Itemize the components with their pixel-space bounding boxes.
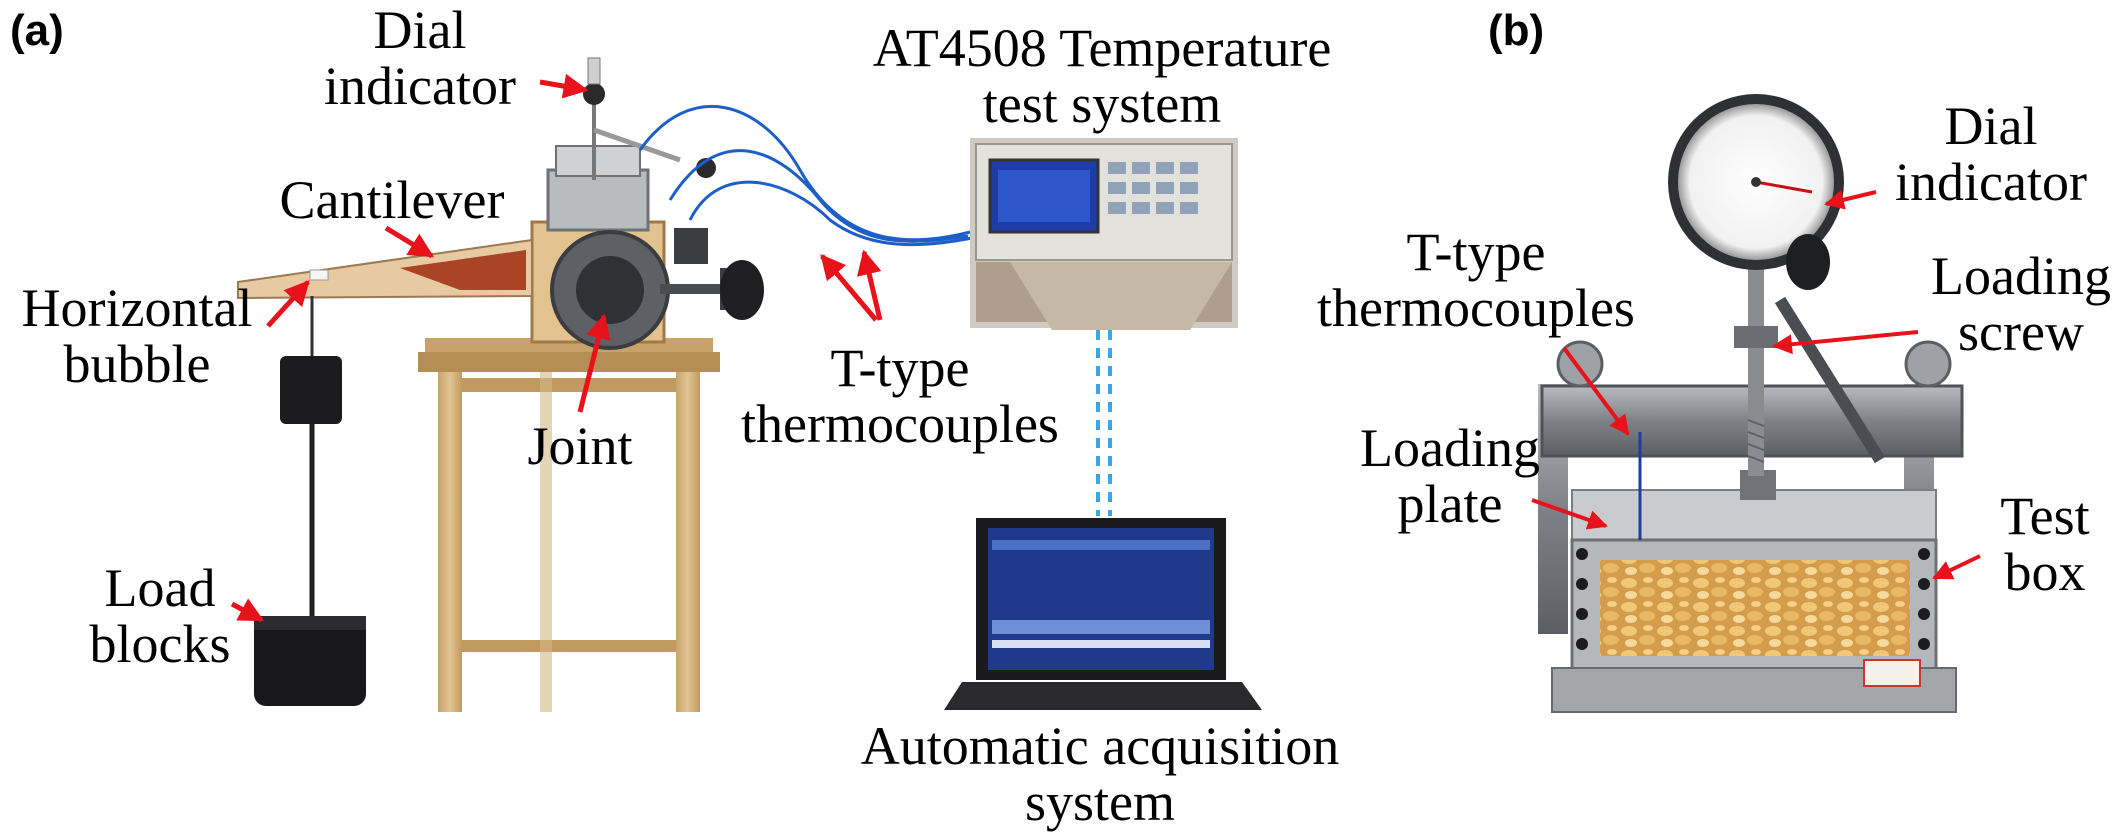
test-box-frame bbox=[1538, 340, 1964, 713]
thermocouple-cables bbox=[638, 104, 973, 247]
label-line: Loading bbox=[1360, 418, 1540, 478]
label-cantilever: Cantilever bbox=[279, 170, 505, 230]
label-automatic-acquisition: Automatic acquisition system bbox=[790, 718, 1410, 830]
label-line: blocks bbox=[89, 614, 231, 674]
label-test-box: Test box bbox=[1970, 488, 2120, 600]
panel-a-tag: (a) bbox=[10, 6, 64, 55]
label-line: Automatic acquisition bbox=[860, 716, 1340, 776]
label-line: Loading bbox=[1931, 246, 2111, 306]
label-loading-plate: Loading plate bbox=[1330, 420, 1570, 532]
label-line: Test bbox=[2000, 486, 2090, 546]
wooden-stand bbox=[418, 338, 720, 712]
label-line: thermocouples bbox=[1317, 278, 1635, 338]
label-line: Dial bbox=[373, 0, 467, 60]
cantilever-beam bbox=[237, 238, 533, 300]
label-line: box bbox=[2004, 542, 2086, 602]
label-line: thermocouples bbox=[741, 394, 1059, 454]
label-line: system bbox=[1024, 772, 1175, 832]
loading-screw bbox=[1734, 240, 1886, 476]
label-dial-indicator-a: Dial indicator bbox=[320, 2, 520, 114]
label-line: screw bbox=[1958, 302, 2084, 362]
label-line: Load bbox=[104, 558, 216, 618]
label-loading-screw: Loading screw bbox=[1916, 248, 2126, 360]
label-dial-indicator-b: Dial indicator bbox=[1866, 98, 2116, 210]
arrows-panel-b bbox=[1531, 190, 1981, 580]
label-temperature-test-system: AT4508 Temperature test system bbox=[812, 20, 1392, 132]
label-thermocouples-b: T-type thermocouples bbox=[1276, 224, 1676, 336]
label-line: Dial bbox=[1944, 96, 2038, 156]
arrows-panel-a bbox=[230, 73, 883, 623]
label-line: T-type bbox=[1406, 222, 1546, 282]
label-line: bubble bbox=[63, 334, 211, 394]
label-load-blocks: Load blocks bbox=[80, 560, 240, 672]
data-link-dashed bbox=[1096, 330, 1112, 516]
label-line: T-type bbox=[830, 338, 970, 398]
label-line: indicator bbox=[324, 56, 516, 116]
dial-indicator-a bbox=[583, 57, 681, 180]
label-line: Horizontal bbox=[21, 278, 253, 338]
label-line: plate bbox=[1397, 474, 1503, 534]
label-joint: Joint bbox=[527, 416, 633, 476]
label-line: test system bbox=[982, 74, 1222, 134]
dial-indicator-b bbox=[1668, 94, 1844, 290]
shear-box-apparatus bbox=[530, 145, 764, 350]
label-line: indicator bbox=[1895, 152, 2087, 212]
temperature-test-unit bbox=[970, 138, 1238, 330]
panel-b-tag: (b) bbox=[1488, 6, 1545, 55]
label-line: AT4508 Temperature bbox=[872, 18, 1332, 78]
load-blocks bbox=[254, 296, 366, 706]
label-thermocouples-a: T-type thermocouples bbox=[700, 340, 1100, 452]
laptop bbox=[944, 518, 1262, 710]
label-horizontal-bubble: Horizontal bubble bbox=[2, 280, 272, 392]
